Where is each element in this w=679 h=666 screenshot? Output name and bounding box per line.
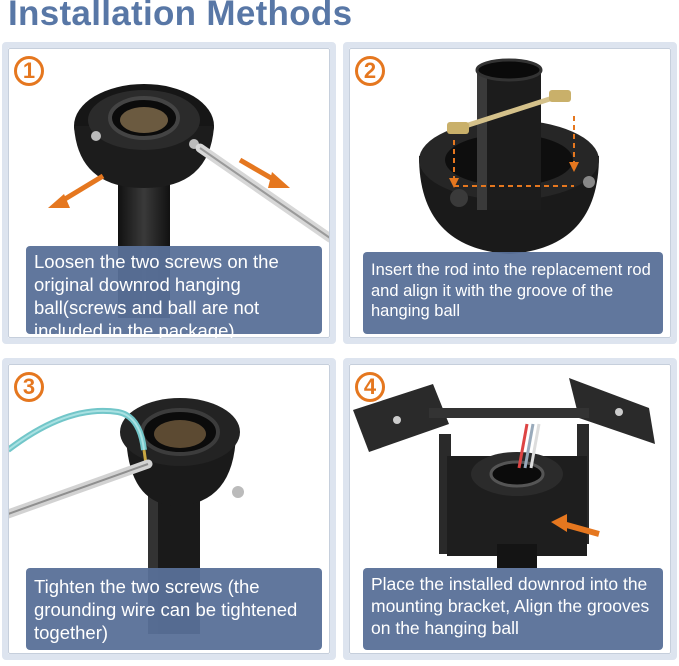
downrod-ball-screwdriver-icon xyxy=(48,84,330,318)
step-2-panel: 2 Insert the rod into the replacement ro… xyxy=(343,42,677,344)
step-2-badge: 2 xyxy=(355,56,385,86)
step-1-badge: 1 xyxy=(14,56,44,86)
step-4-badge: 4 xyxy=(355,372,385,402)
step-1-panel: 1 Loosen the two screws on the original … xyxy=(2,42,336,344)
step-3-panel: 3 Tighten the two screws (the grounding … xyxy=(2,358,336,660)
step-2-caption: Insert the rod into the replacement rod … xyxy=(363,252,663,334)
step-1-caption: Loosen the two screws on the original do… xyxy=(26,246,322,338)
page-title: Installation Methods xyxy=(8,0,353,33)
step-3-caption: Tighten the two screws (the grounding wi… xyxy=(26,568,322,650)
step-4-panel: 4 Place the installed downrod into the m… xyxy=(343,358,677,660)
mounting-bracket-icon xyxy=(353,378,655,568)
step-3-badge: 3 xyxy=(14,372,44,402)
step-4-caption: Place the installed downrod into the mou… xyxy=(363,568,663,650)
rod-insert-pins-icon xyxy=(419,58,599,254)
